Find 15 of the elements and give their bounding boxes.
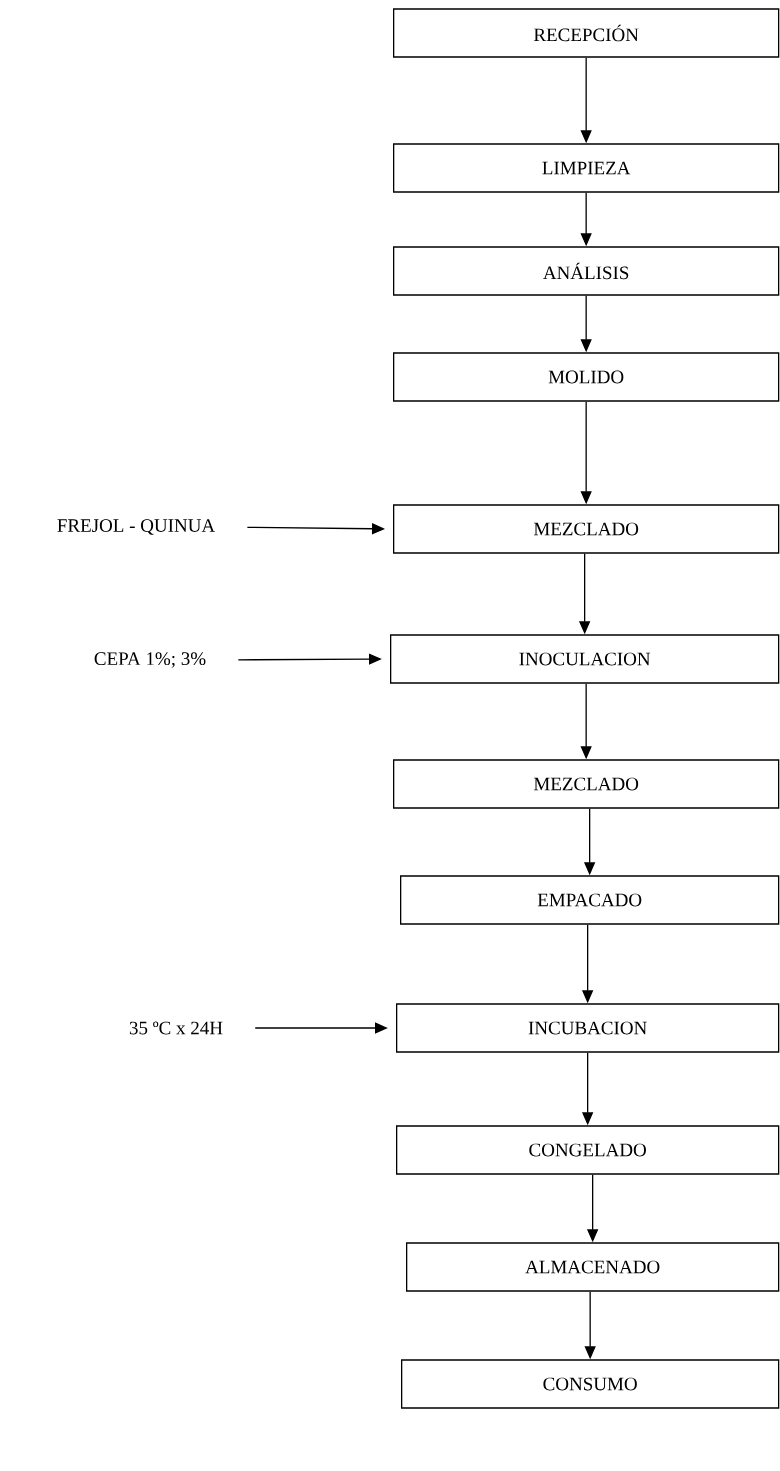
process-box: MOLIDO	[393, 352, 780, 402]
process-box: MEZCLADO	[393, 759, 780, 809]
input-label: FREJOL - QUINUA	[57, 519, 215, 535]
process-box: CONSUMO	[401, 1359, 780, 1409]
process-box: INOCULACION	[390, 634, 780, 684]
process-box: MEZCLADO	[393, 504, 780, 554]
input-label: CEPA 1%; 3%	[94, 652, 206, 668]
input-label: 35 ºC x 24H	[129, 1021, 223, 1035]
process-box: EMPACADO	[400, 875, 780, 925]
process-box: RECEPCIÓN	[393, 8, 780, 58]
process-box: CONGELADO	[396, 1125, 780, 1175]
process-box: ALMACENADO	[406, 1242, 780, 1292]
process-box: ANÁLISIS	[393, 246, 780, 296]
process-box: LIMPIEZA	[393, 143, 780, 193]
process-box: INCUBACION	[396, 1003, 780, 1053]
